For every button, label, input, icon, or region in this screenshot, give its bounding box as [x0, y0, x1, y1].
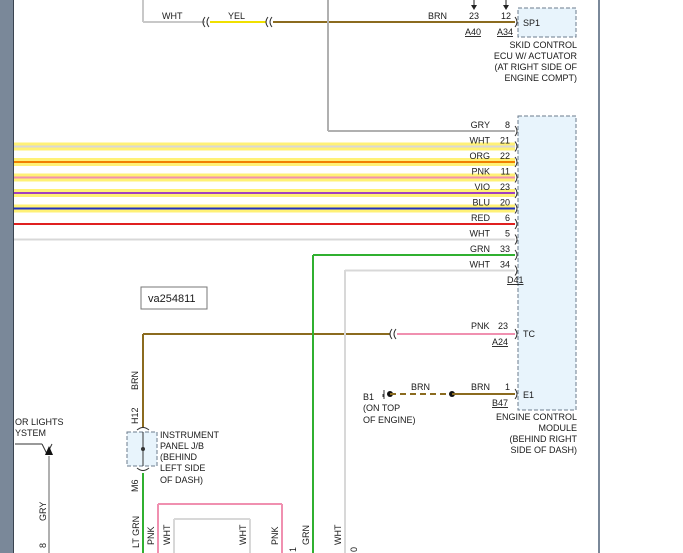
ecm-wire-label: ORG: [469, 151, 490, 161]
jb-caption-2: PANEL J/B: [160, 441, 204, 451]
ecm-wires: GRY8SPDWHT21DORG22NPNK11RVIO23PBLU20SRED…: [14, 120, 549, 277]
connector-symbol: [202, 16, 210, 28]
pin-connector: [514, 265, 518, 276]
ecm-wire-label: RED: [471, 213, 491, 223]
skid-caption-4: ENGINE COMPT): [504, 73, 577, 83]
e1-mid-wire-label: BRN: [411, 382, 430, 392]
e1-pin-num: 1: [505, 382, 510, 392]
pin-connector: [514, 141, 518, 152]
bottom-wires: LT GRN PNK WHT WHT PNK GRN WHT 1 0: [131, 503, 359, 553]
pin-connector: [514, 156, 518, 168]
ecm-wire-label: VIO: [474, 182, 490, 192]
bottom-wire-wht-1: WHT: [162, 524, 172, 545]
ecm-caption-1: ENGINE CONTROL: [496, 412, 577, 422]
pin-connector: [514, 203, 518, 214]
tc-wire-label: PNK: [471, 321, 490, 331]
skid-control-ecu: [517, 7, 577, 38]
conn-b47: B47: [492, 398, 508, 408]
left-border-edge: [13, 0, 14, 553]
ecm-pin-number: 8: [505, 120, 510, 130]
bottom-wire-pnk-1: PNK: [146, 526, 156, 545]
jb-pin-bottom: M6: [130, 479, 140, 492]
jb-pin-top: H12: [130, 407, 140, 424]
left-wire-label: GRY: [38, 502, 48, 521]
tc-pin-num: 23: [498, 321, 508, 331]
ecm-caption-4: SIDE OF DASH): [510, 445, 577, 455]
ecm-pin-number: 20: [500, 198, 510, 208]
pin-12-top: 12: [501, 11, 511, 21]
pin-connector: [514, 249, 518, 261]
ecm-pin-number: 11: [501, 167, 510, 177]
jb-caption-5: OF DASH): [160, 475, 203, 485]
diagram-id-box: [140, 286, 208, 310]
bottom-wire-wht-2: WHT: [238, 524, 248, 545]
ecm-pin-number: 34: [500, 260, 510, 270]
jb-wire-top-label: BRN: [130, 371, 140, 390]
wire-label-wht-top: WHT: [162, 11, 183, 21]
engine-control-module: [517, 115, 577, 411]
jb-caption-1: INSTRUMENT: [160, 430, 219, 440]
ecm-pin-number: 33: [500, 244, 510, 254]
ecm-wire-label: GRY: [471, 120, 490, 130]
ecm-wire-label: WHT: [470, 260, 491, 270]
ecm-wire-label: WHT: [470, 229, 491, 239]
left-system: OR LIGHTS YSTEM GRY 8: [15, 417, 64, 553]
e1-circuit: BRN BRN 1 E1 B47 B1 (ON TOP OF ENGINE): [363, 382, 534, 425]
pin-connector: [514, 172, 518, 183]
skid-caption-2: ECU W/ ACTUATOR: [494, 51, 578, 61]
tc-pin-name: TC: [523, 329, 535, 339]
wire-label-brn-top: BRN: [428, 11, 447, 21]
jb-caption-3: (BEHIND: [160, 452, 198, 462]
ecm-caption-3: (BEHIND RIGHT: [510, 434, 578, 444]
ecm-wire-label: PNK: [471, 167, 490, 177]
pin-connector: [514, 218, 518, 230]
instrument-panel-jb: BRN H12 M6 INSTRUMENT PANEL J/B (BEHIND …: [126, 334, 219, 553]
jb-caption-4: LEFT SIDE: [160, 463, 205, 473]
ground-caption-2: OF ENGINE): [363, 415, 416, 425]
top-section: WHT YEL BRN 23 12 A40 A34 SP1 SKID CONTR…: [142, 0, 578, 132]
pin-23-top: 23: [469, 11, 479, 21]
wire-label-yel: YEL: [228, 11, 245, 21]
ecm-caption-2: MODULE: [538, 423, 577, 433]
ecm-wire-label: WHT: [470, 136, 491, 146]
skid-caption-3: (AT RIGHT SIDE OF: [494, 62, 577, 72]
bottom-wire-lt-grn: LT GRN: [131, 516, 141, 548]
right-border: [598, 0, 600, 553]
ecm-pin-number: 23: [500, 182, 510, 192]
e1-pin-name: E1: [523, 390, 534, 400]
left-border: [0, 0, 13, 553]
pin-connector: [514, 187, 518, 199]
conn-a34: A34: [497, 27, 513, 37]
pin-connector: [514, 234, 518, 245]
ground-id: B1: [363, 392, 374, 402]
left-caption-1: OR LIGHTS: [15, 417, 64, 427]
e1-wire-label: BRN: [471, 382, 490, 392]
bottom-wire-pnk-2: PNK: [270, 526, 280, 545]
ecm-pin-number: 6: [505, 213, 510, 223]
bottom-wire-grn: GRN: [301, 525, 311, 545]
diagram-id: va254811: [148, 293, 196, 305]
left-pin: 8: [38, 543, 48, 548]
conn-d41: D41: [507, 275, 524, 285]
ecm-pin-number: 21: [500, 136, 510, 146]
bottom-pin-1: 1: [288, 547, 298, 552]
connector-symbol-2: [265, 16, 273, 28]
pin-connector: [514, 125, 518, 137]
conn-a24: A24: [492, 337, 508, 347]
tc-circuit: PNK 23 TC A24: [143, 321, 535, 347]
left-caption-2: YSTEM: [15, 428, 46, 438]
ecm-wire-label: BLU: [472, 198, 490, 208]
skid-caption-1: SKID CONTROL: [509, 40, 577, 50]
bottom-wire-wht-3: WHT: [333, 524, 343, 545]
ground-caption-1: (ON TOP: [363, 403, 400, 413]
ecm-wire-label: GRN: [470, 244, 490, 254]
bottom-pin-0: 0: [349, 547, 359, 552]
ecm-pin-number: 5: [505, 229, 510, 239]
ecm-pin-number: 22: [500, 151, 510, 161]
conn-a40: A40: [465, 27, 481, 37]
pin-name-sp1: SP1: [523, 18, 540, 28]
